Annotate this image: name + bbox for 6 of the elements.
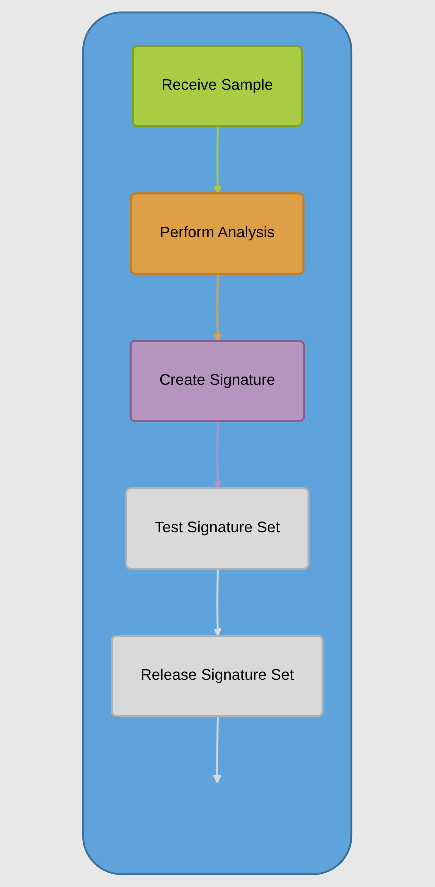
arrow	[213, 716, 222, 784]
arrow	[214, 127, 222, 194]
arrow	[214, 274, 222, 342]
arrow	[214, 422, 222, 490]
cluster	[82, 12, 353, 876]
arrow	[214, 569, 222, 637]
